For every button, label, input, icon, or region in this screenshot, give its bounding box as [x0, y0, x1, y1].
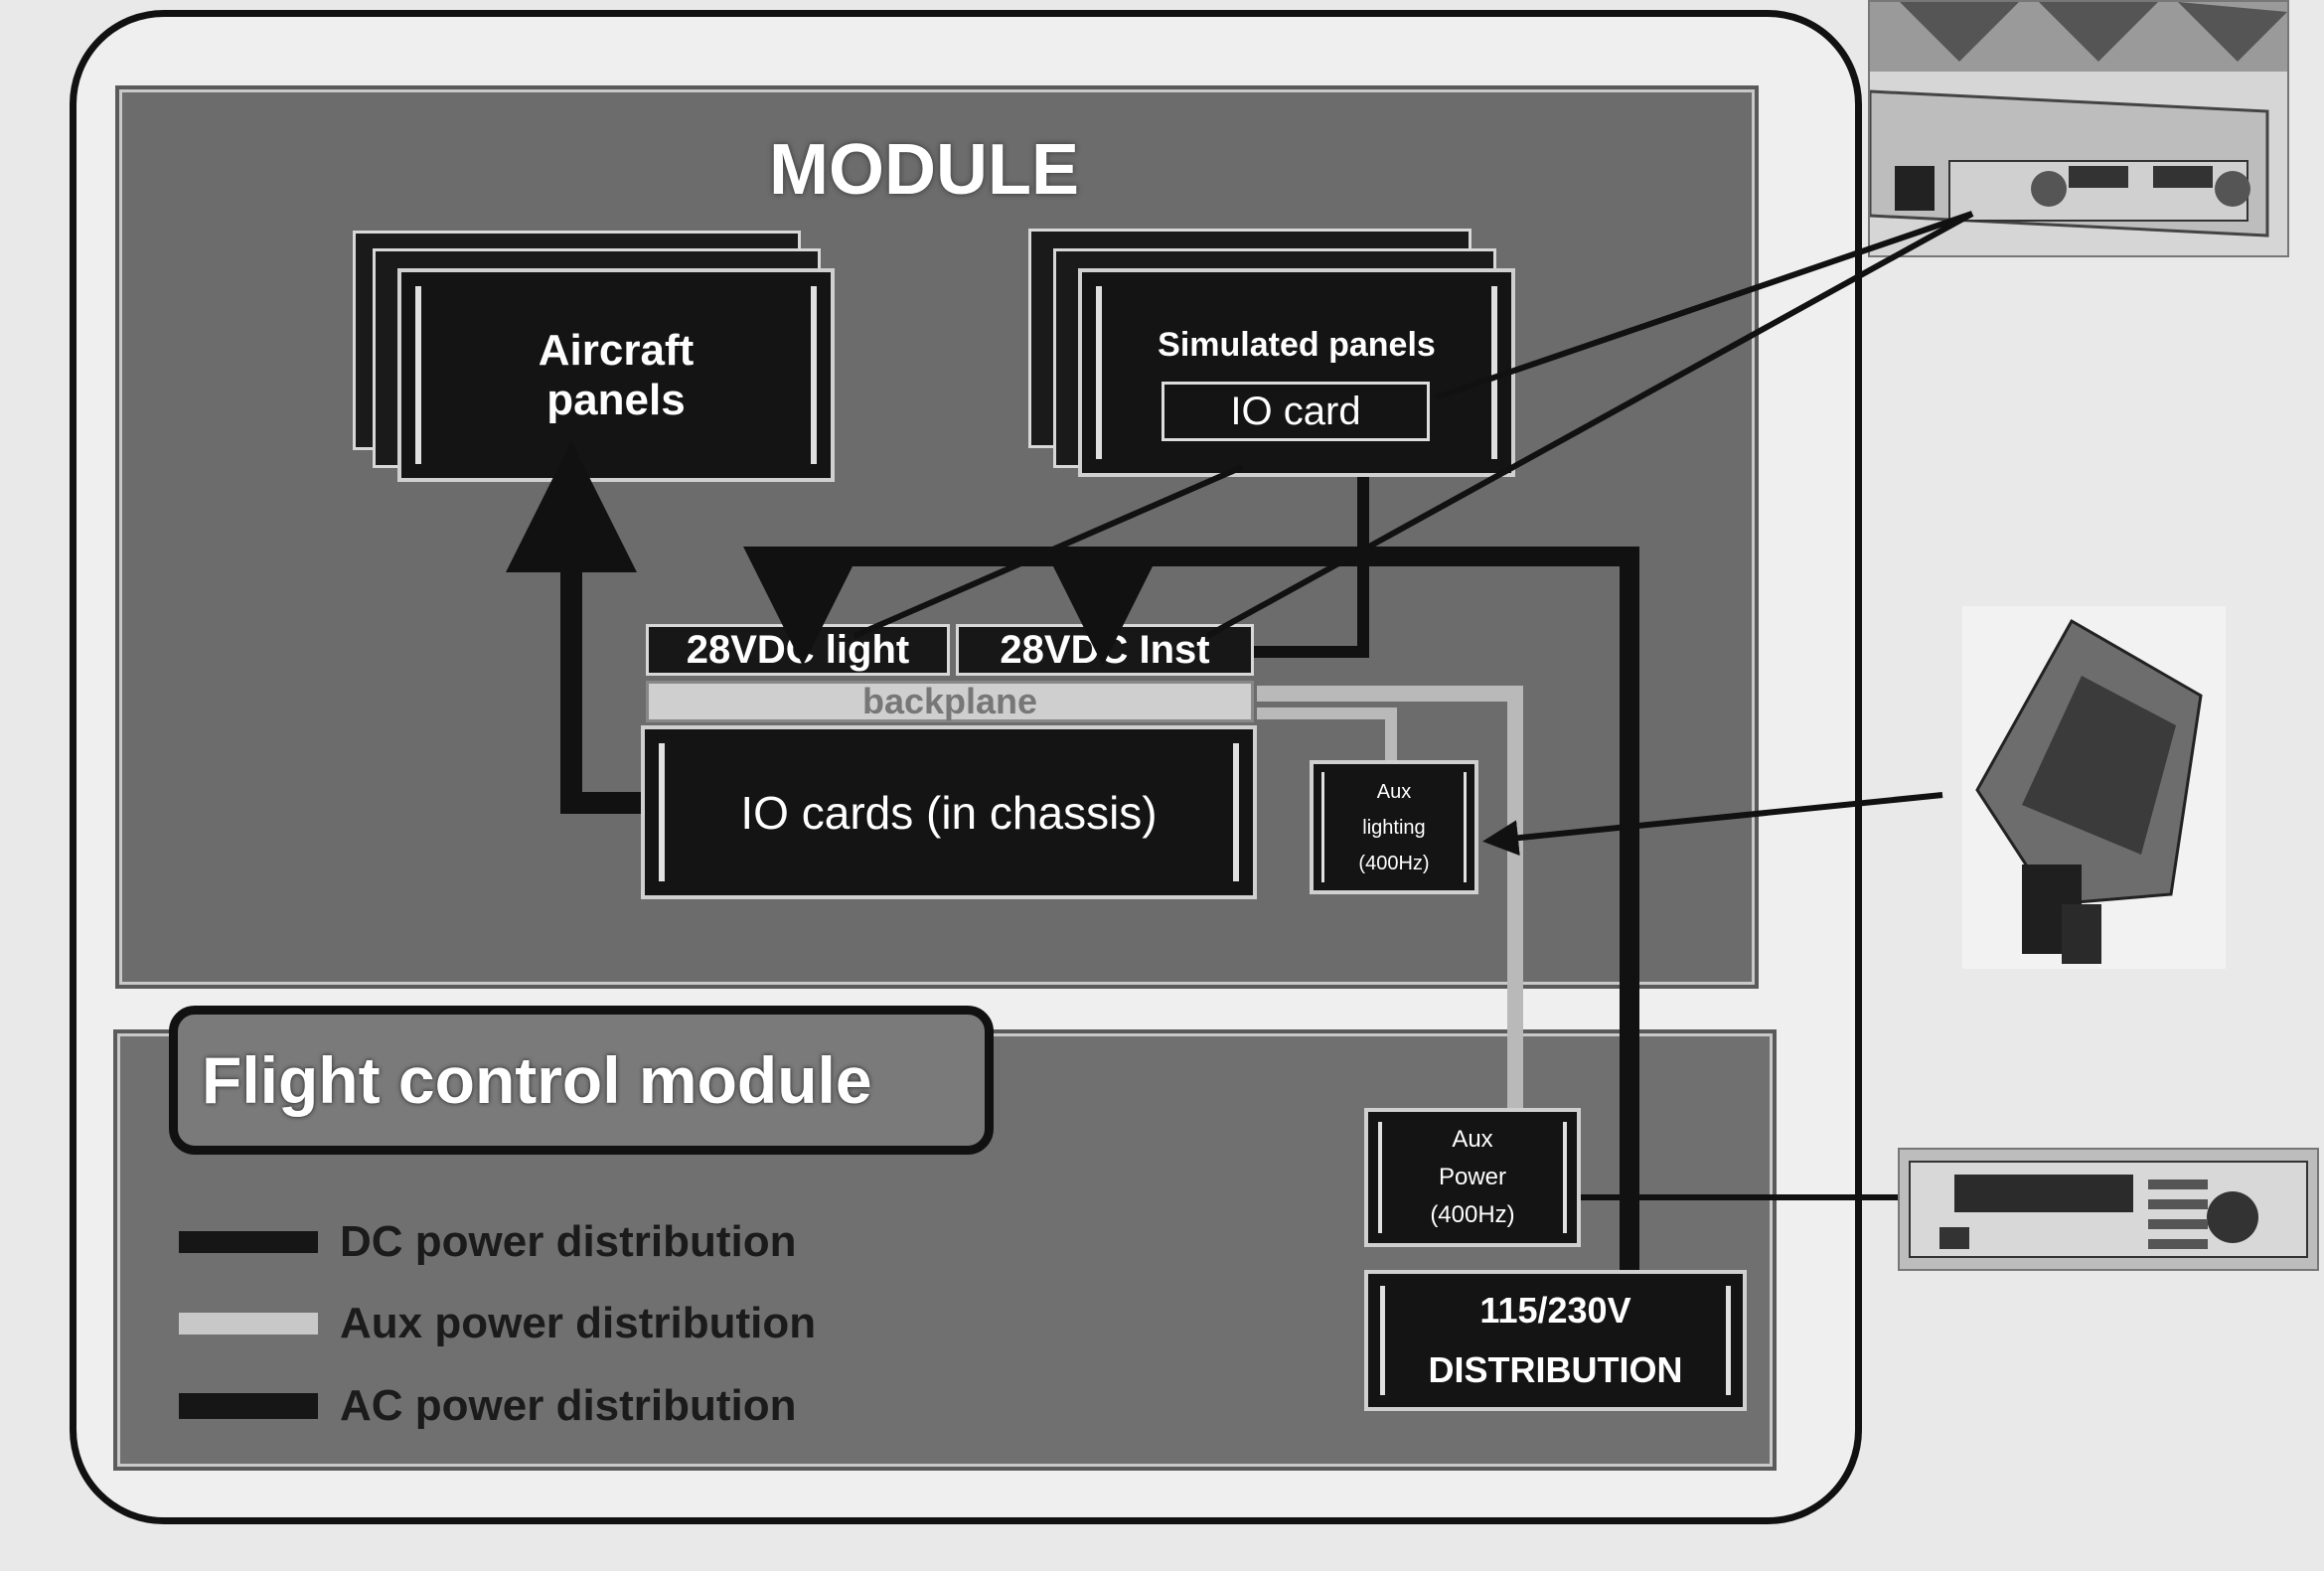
lighting-inverter-drawing	[1975, 618, 2203, 964]
rack-power-supply-drawing	[1909, 1161, 2308, 1258]
dc-to-aircraft-panels	[506, 441, 641, 814]
aux-distribution-wire-2	[1257, 707, 1397, 760]
legend-swatch-ac	[179, 1393, 318, 1419]
simulated-panels-box: Simulated panels IO card	[1078, 268, 1515, 477]
legend-row-aux: Aux power distribution	[179, 1299, 816, 1347]
inverter-to-aux-lighting-line	[1482, 792, 1943, 857]
aux-power-box: Aux Power (400Hz)	[1364, 1108, 1581, 1247]
aux-lighting-line3: (400Hz)	[1358, 852, 1430, 874]
aux-power-line2: Power	[1438, 1164, 1506, 1190]
legend-label-aux: Aux power distribution	[340, 1299, 817, 1347]
aux-power-line1: Aux	[1452, 1126, 1493, 1153]
legend-label-dc: DC power distribution	[340, 1217, 797, 1266]
aux-lighting-box: Aux lighting (400Hz)	[1310, 760, 1478, 894]
module-title: MODULE	[769, 130, 1079, 210]
io-card-box: IO card	[1162, 382, 1430, 441]
io-card-label: IO card	[1230, 389, 1361, 433]
aux-lighting-line2: lighting	[1362, 816, 1426, 839]
simulated-panels-label: Simulated panels	[1158, 326, 1436, 364]
aircraft-panels-label-line2: panels	[546, 375, 686, 424]
backplane-bar: backplane	[646, 681, 1254, 722]
flight-control-module-title: Flight control module	[169, 1006, 994, 1155]
distribution-line2: DISTRIBUTION	[1428, 1349, 1683, 1390]
legend-row-ac: AC power distribution	[179, 1381, 797, 1430]
power-supply-unit-photo	[1868, 0, 2289, 257]
aux-lighting-line1: Aux	[1376, 780, 1412, 803]
legend-row-dc: DC power distribution	[179, 1217, 797, 1266]
lighting-inverter-photo	[1962, 606, 2226, 969]
simulated-panels-to-inst-wire	[1254, 477, 1369, 658]
power-supply-unit-drawing	[1870, 2, 2287, 237]
aircraft-panels-box: Aircraft panels	[397, 268, 835, 482]
backplane-label: backplane	[861, 681, 1038, 721]
io-cards-chassis-label: IO cards (in chassis)	[740, 786, 1158, 839]
aircraft-panels-label-line1: Aircraft	[538, 325, 695, 375]
aux-distribution-wire-1	[1257, 686, 1523, 1108]
aux-power-line3: (400Hz)	[1430, 1201, 1515, 1228]
legend-swatch-dc	[179, 1231, 318, 1253]
psu-to-io-card-line	[1435, 211, 1973, 400]
distribution-box: 115/230V DISTRIBUTION	[1364, 1270, 1747, 1411]
legend-swatch-aux	[179, 1313, 318, 1335]
rack-power-supply-photo	[1898, 1148, 2319, 1271]
psu-to-inst-strip-line	[1205, 211, 1974, 639]
distribution-line1: 115/230V	[1479, 1290, 1631, 1331]
io-card-to-light-strip-line	[852, 464, 1244, 639]
io-cards-chassis-box: IO cards (in chassis)	[641, 725, 1257, 899]
legend-label-ac: AC power distribution	[340, 1381, 797, 1430]
